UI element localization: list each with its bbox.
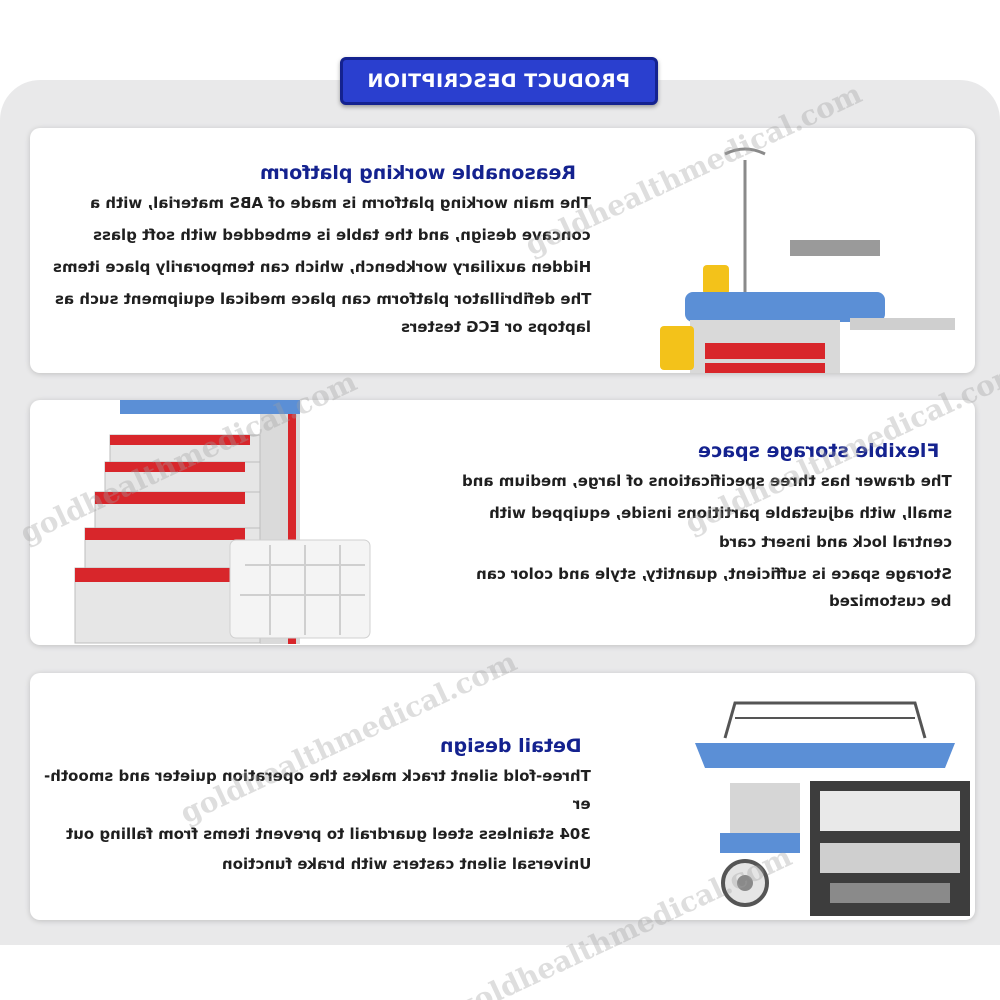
section-title: Flexible storage space — [698, 440, 940, 462]
drawers-image — [74, 400, 371, 644]
section-card-storage-space: Flexible storage space The drawer has th… — [30, 400, 975, 645]
section-line: Universal silent casters with brake func… — [221, 855, 591, 873]
section-line: 304 stainless steel guardrail to prevent… — [66, 825, 591, 843]
section-card-detail-design: Detail design Three-fold silent track ma… — [30, 673, 975, 920]
section-line: laptops or ECG testers — [400, 318, 591, 336]
guardrail-caster-image — [695, 701, 970, 916]
product-description-header: PRODUCT DESCRIPTION — [340, 57, 658, 105]
section-card-working-platform: Reasonable working platform The main wor… — [30, 128, 975, 373]
section-line: Three-fold silent track makes the operat… — [44, 767, 591, 785]
section-line: The main working platform is made of ABS… — [90, 194, 591, 212]
section-line: The defibrillator platform can place med… — [54, 290, 591, 308]
section-line: Hidden auxiliary workbench, which can te… — [52, 258, 591, 276]
header-title: PRODUCT DESCRIPTION — [367, 70, 631, 92]
trolley-top-image — [660, 147, 955, 373]
section-title: Reasonable working platform — [260, 162, 577, 184]
section-line: concave design, and the table is embedde… — [93, 226, 591, 244]
section-line: er — [573, 795, 591, 813]
section-title: Detail design — [440, 735, 582, 757]
